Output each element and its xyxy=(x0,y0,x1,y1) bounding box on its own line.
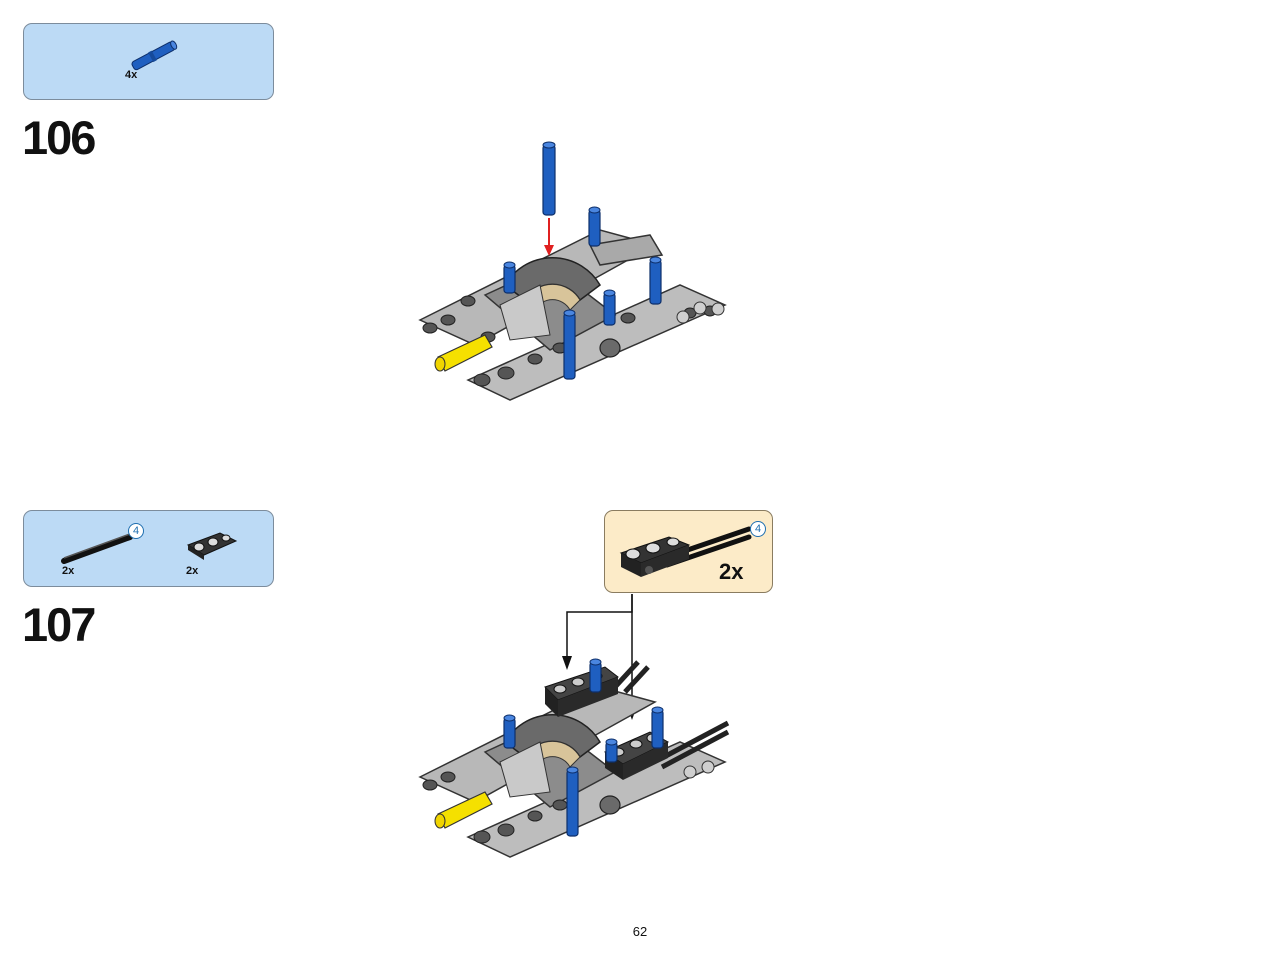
black-axle-icon xyxy=(61,533,133,564)
step-number-107: 107 xyxy=(22,598,96,651)
blue-axle-pin-icon xyxy=(131,40,178,71)
axle-length-badge: 4 xyxy=(128,523,144,539)
part-quantity-label: 2x xyxy=(62,565,75,577)
parts-list-step-106: 4x xyxy=(23,23,274,100)
step-106-assembly-illustration xyxy=(418,141,727,401)
page-number: 62 xyxy=(632,924,648,939)
black-cross-block-icon xyxy=(186,532,238,560)
subassembly-icon xyxy=(619,526,752,577)
step-107-assembly-illustration xyxy=(418,594,730,858)
part-quantity-label: 2x xyxy=(186,565,199,577)
step-number-106: 106 xyxy=(22,111,96,164)
part-quantity-label: 4x xyxy=(125,69,138,81)
subassembly-length-badge: 4 xyxy=(750,521,766,537)
parts-list-step-107: 4 2x 2x xyxy=(23,510,274,587)
subassembly-quantity-label: 2x xyxy=(719,559,744,584)
subassembly-callout: 4 2x xyxy=(604,510,773,593)
